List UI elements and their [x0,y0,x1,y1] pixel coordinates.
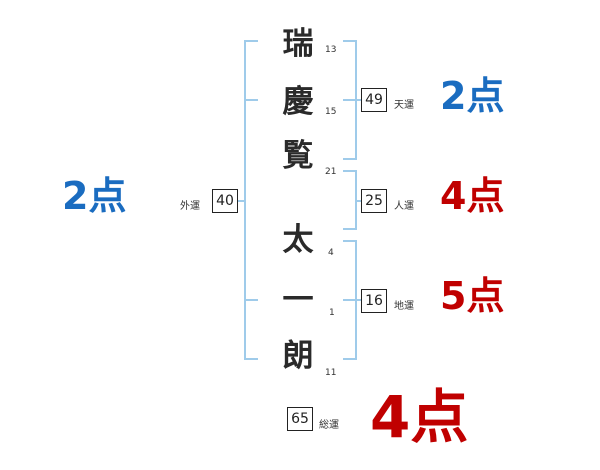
bracket-connector [356,99,361,101]
bracket-tick [343,158,356,160]
gaiun-label: 外運 [180,201,200,212]
jinun-value: 25 [361,189,387,213]
outer-bracket [244,40,246,360]
name-char: 慶 [282,84,314,120]
soun-label: 総運 [319,420,339,431]
bracket-tick [244,358,258,360]
chiun-score: 5点 [440,274,505,318]
name-char: 朗 [282,338,314,374]
bracket-tick [244,299,258,301]
stroke-count: 11 [325,368,337,378]
bracket-connector [238,200,245,202]
bracket-connector [356,299,361,301]
tenun-value: 49 [361,88,387,112]
name-char: 太 [282,222,314,258]
stroke-count: 4 [328,248,334,258]
chiun-label: 地運 [394,301,414,312]
tenun-label: 天運 [394,100,414,111]
chiun-value: 16 [361,289,387,313]
stroke-count: 15 [325,107,337,117]
stroke-count: 13 [325,45,337,55]
name-char: 瑞 [282,26,314,62]
gaiun-score: 2点 [62,174,127,218]
bracket-tick [343,240,356,242]
stroke-count: 1 [329,308,335,318]
soun-score: 4点 [370,383,469,451]
bracket-tick [343,299,356,301]
bracket-tick [343,99,356,101]
gaiun-value: 40 [212,189,238,213]
bracket-tick [343,170,356,172]
bracket-tick [343,358,356,360]
name-char: 一 [282,282,314,318]
name-char: 覧 [282,138,314,174]
bracket-connector [356,200,361,202]
tenun-score: 2点 [440,74,505,118]
bracket-tick [343,40,356,42]
stroke-count: 21 [325,167,337,177]
jinun-label: 人運 [394,201,414,212]
jinun-score: 4点 [440,174,505,218]
bracket-tick [343,228,356,230]
soun-value: 65 [287,407,313,431]
bracket-tick [244,40,258,42]
bracket-tick [244,99,258,101]
